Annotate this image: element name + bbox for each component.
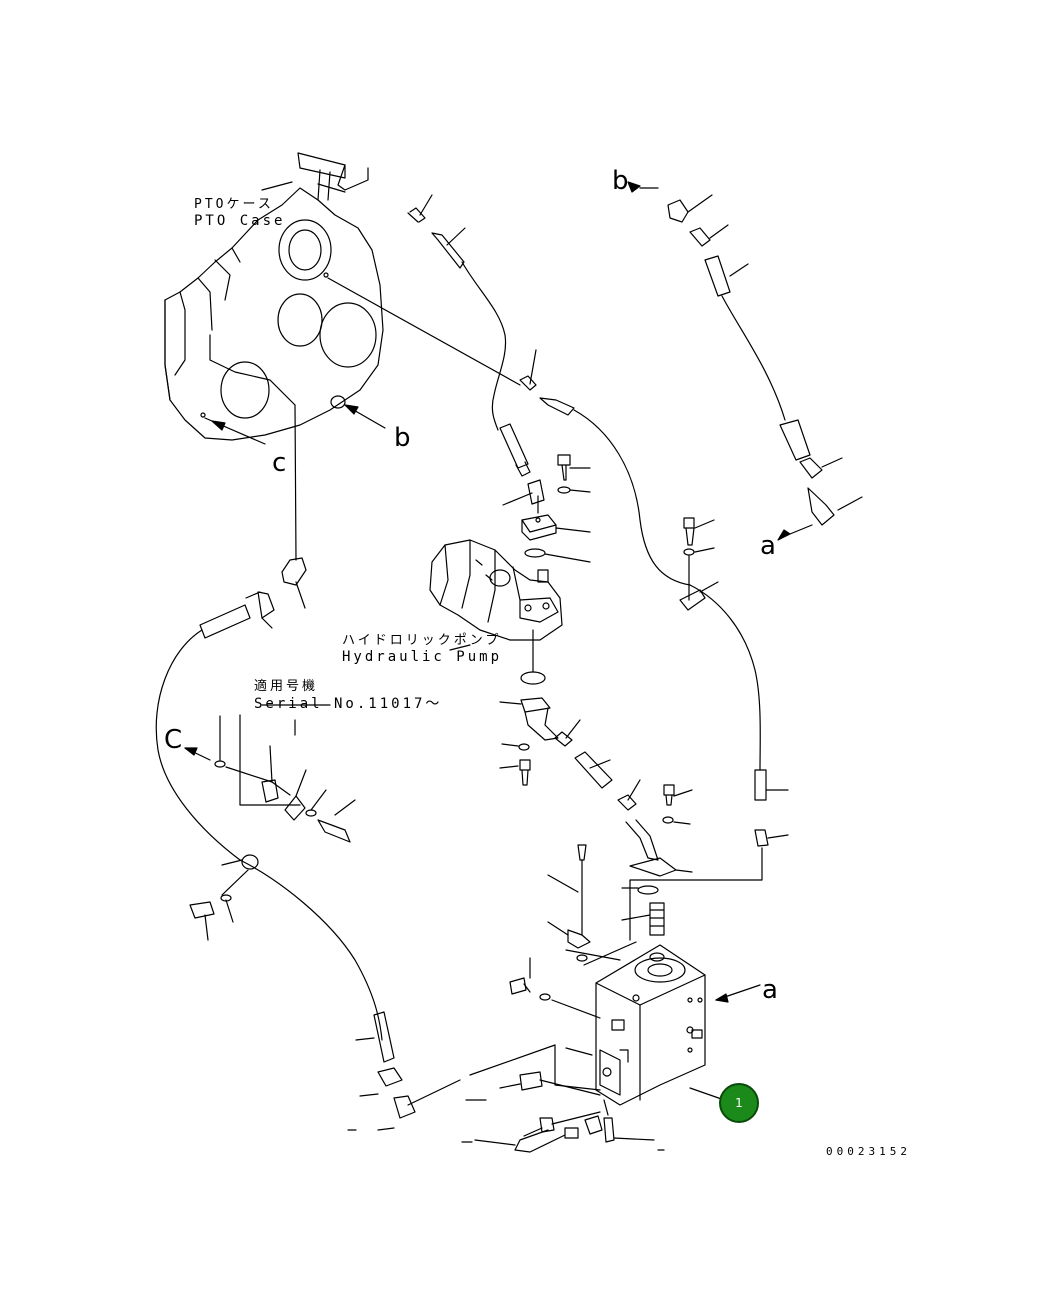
ref-a-right-lower: a [762,975,778,1005]
ref-a-right-upper: a [760,531,776,561]
pto-case-label-jp: PTOケース [194,197,274,212]
part-callout-1[interactable]: 1 [719,1083,759,1123]
pto-case-part [164,187,384,441]
serial-label-jp: 適用号機 [254,679,319,694]
serial-label-en: Serial No.11017～ [254,696,443,712]
ref-c-case: c [272,448,287,478]
pto-case-label-en: PTO Case [194,213,286,229]
ref-b-top: b [612,166,629,196]
document-number: 00023152 [826,1145,911,1158]
pto-bracket-part [297,152,369,201]
hydraulic-pump-part [429,539,563,641]
hydraulic-tank-part [595,944,761,1106]
hydraulic-pump-label-jp: ハイドロリックポンプ [342,633,502,648]
hydraulic-pump-label-en: Hydraulic Pump [342,649,503,665]
ref-c-left: C [164,725,183,755]
ref-b-case: b [394,423,411,453]
